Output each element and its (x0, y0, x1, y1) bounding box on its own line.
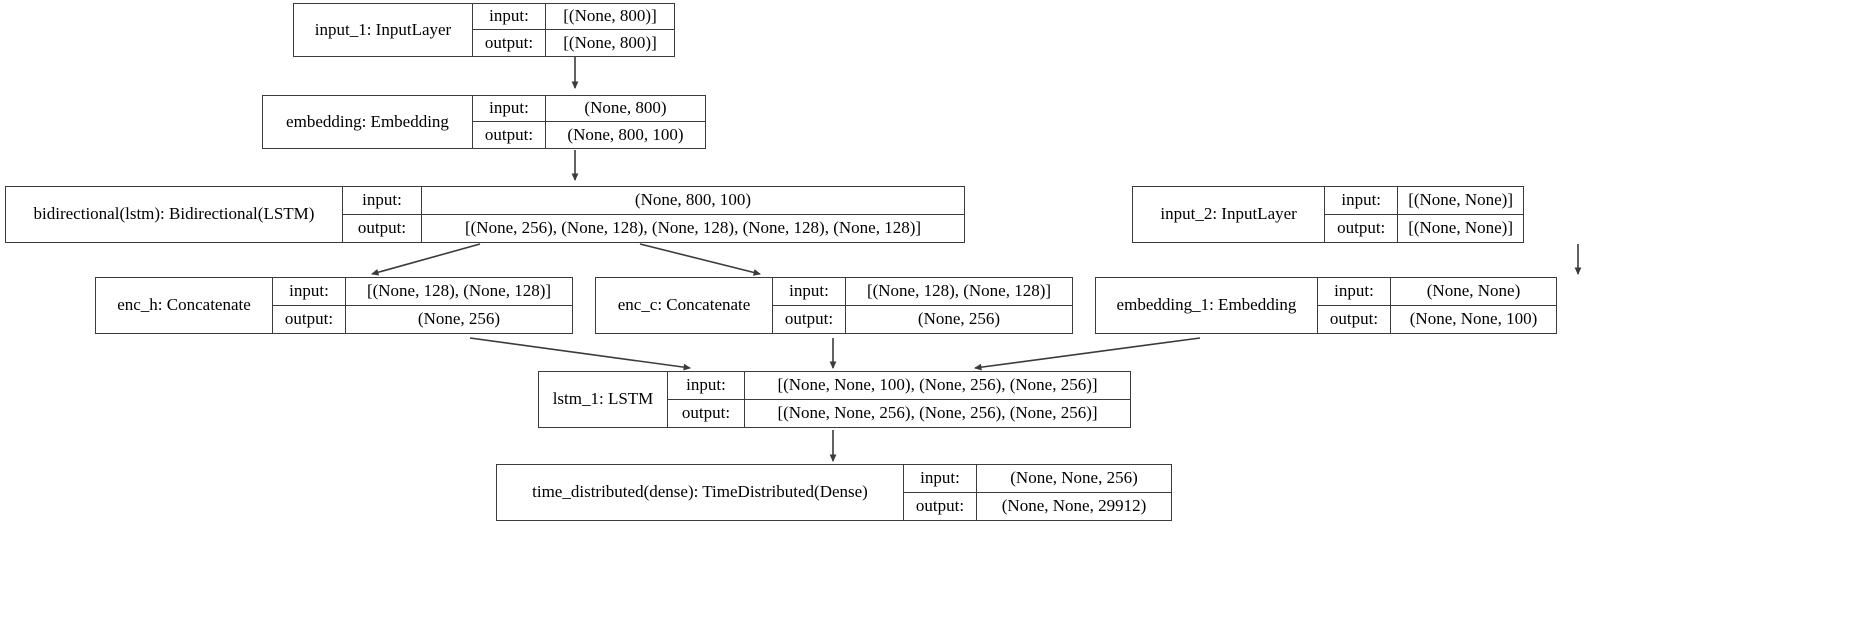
node-input_2-input-row: input: [(None, None)] (1325, 187, 1523, 215)
node-bidirectional-lstm-name: bidirectional(lstm): Bidirectional(LSTM) (33, 204, 315, 224)
node-enc_h-output-value: (None, 256) (417, 308, 501, 328)
node-bidirectional-lstm[interactable]: bidirectional(lstm): Bidirectional(LSTM)… (5, 186, 965, 243)
node-embedding-output-value: (None, 800, 100) (567, 124, 684, 144)
node-input_1-io: input: [(None, 800)] output: [(None, 800… (472, 4, 674, 56)
node-enc_h-output-label: output: (273, 305, 346, 333)
node-time_distributed-input-label: input: (904, 465, 977, 492)
node-enc_c-output-value: (None, 256) (917, 308, 1001, 328)
node-enc_c-output-row: output: (None, 256) (773, 305, 1072, 333)
node-input_2-output-row: output: [(None, None)] (1325, 214, 1523, 242)
node-enc_c-input-value: [(None, 128), (None, 128)] (866, 280, 1052, 300)
node-lstm_1-input-row: input: [(None, None, 100), (None, 256), … (668, 372, 1130, 400)
node-input_2-name: input_2: InputLayer (1160, 204, 1297, 224)
node-input_1-output-row: output: [(None, 800)] (473, 30, 674, 56)
node-enc_c-output-label: output: (773, 305, 846, 333)
node-input_1-output-label: output: (473, 30, 546, 56)
node-time_distributed-input-value: (None, None, 256) (1010, 467, 1138, 487)
node-embedding_1-io: input: (None, None) output: (None, None,… (1317, 278, 1556, 333)
node-enc_h-input-label: input: (273, 278, 346, 305)
node-input_1-input-value: [(None, 800)] (563, 6, 657, 26)
node-embedding-output-label: output: (473, 122, 546, 148)
node-input_1-input-label: input: (473, 4, 546, 29)
node-embedding_1-name: embedding_1: Embedding (1116, 295, 1297, 315)
node-input_2-io: input: [(None, None)] output: [(None, No… (1324, 187, 1523, 242)
node-input_2-output-label: output: (1325, 214, 1399, 242)
node-input_1-input-row: input: [(None, 800)] (473, 4, 674, 30)
node-embedding-name: embedding: Embedding (286, 111, 449, 131)
node-embedding_1-input-row: input: (None, None) (1318, 278, 1556, 306)
node-input_2[interactable]: input_2: InputLayer input: [(None, None)… (1132, 186, 1524, 243)
node-enc_h-name: enc_h: Concatenate (117, 295, 251, 315)
node-enc_h-input-row: input: [(None, 128), (None, 128)] (273, 278, 572, 306)
node-embedding-input-row: input: (None, 800) (473, 96, 705, 122)
node-time_distributed-output-value: (None, None, 29912) (1001, 495, 1147, 515)
node-enc_c[interactable]: enc_c: Concatenate input: [(None, 128), … (595, 277, 1073, 334)
node-embedding-input-value: (None, 800) (584, 98, 667, 118)
edge-enc_h-lstm_1 (469, 337, 691, 371)
node-enc_h-output-row: output: (None, 256) (273, 305, 572, 333)
node-time_distributed-io: input: (None, None, 256) output: (None, … (903, 465, 1171, 520)
node-lstm_1-name: lstm_1: LSTM (552, 389, 654, 409)
node-bidirectional-lstm-output-row: output: [(None, 256), (None, 128), (None… (343, 214, 964, 242)
node-bidirectional-lstm-input-label: input: (343, 187, 422, 214)
node-time_distributed-output-row: output: (None, None, 29912) (904, 492, 1171, 520)
node-bidirectional-lstm-input-row: input: (None, 800, 100) (343, 187, 964, 215)
node-enc_c-input-label: input: (773, 278, 846, 305)
node-embedding-io: input: (None, 800) output: (None, 800, 1… (472, 96, 705, 148)
edge-bidirectional-enc_h (371, 243, 481, 276)
node-enc_h[interactable]: enc_h: Concatenate input: [(None, 128), … (95, 277, 573, 334)
node-input_1[interactable]: input_1: InputLayer input: [(None, 800)]… (293, 3, 675, 57)
node-input_1-output-value: [(None, 800)] (563, 32, 657, 52)
node-embedding_1-output-value: (None, None, 100) (1409, 308, 1538, 328)
node-lstm_1-output-value: [(None, None, 256), (None, 256), (None, … (777, 402, 1098, 422)
node-time_distributed-input-row: input: (None, None, 256) (904, 465, 1171, 493)
node-enc_c-input-row: input: [(None, 128), (None, 128)] (773, 278, 1072, 306)
node-time_distributed[interactable]: time_distributed(dense): TimeDistributed… (496, 464, 1172, 521)
node-lstm_1-output-row: output: [(None, None, 256), (None, 256),… (668, 399, 1130, 427)
node-enc_c-io: input: [(None, 128), (None, 128)] output… (772, 278, 1072, 333)
edge-bidirectional-enc_c (639, 243, 761, 276)
node-input_2-output-value: [(None, None)] (1408, 217, 1513, 237)
node-embedding_1-input-value: (None, None) (1426, 280, 1521, 300)
node-lstm_1-input-value: [(None, None, 100), (None, 256), (None, … (777, 374, 1098, 394)
node-input_2-input-label: input: (1325, 187, 1399, 214)
node-enc_c-name: enc_c: Concatenate (617, 295, 751, 315)
node-input_2-input-value: [(None, None)] (1408, 189, 1513, 209)
node-bidirectional-lstm-input-value: (None, 800, 100) (634, 189, 752, 209)
node-lstm_1[interactable]: lstm_1: LSTM input: [(None, None, 100), … (538, 371, 1131, 428)
edge-embedding_1-lstm_1 (974, 337, 1201, 371)
node-embedding_1-input-label: input: (1318, 278, 1391, 305)
node-embedding_1-output-row: output: (None, None, 100) (1318, 305, 1556, 333)
node-bidirectional-lstm-io: input: (None, 800, 100) output: [(None, … (342, 187, 964, 242)
node-lstm_1-input-label: input: (668, 372, 745, 399)
node-embedding-output-row: output: (None, 800, 100) (473, 122, 705, 148)
node-lstm_1-output-label: output: (668, 399, 745, 427)
node-input_1-name: input_1: InputLayer (314, 19, 452, 39)
node-time_distributed-name: time_distributed(dense): TimeDistributed… (532, 482, 868, 502)
node-embedding_1[interactable]: embedding_1: Embedding input: (None, Non… (1095, 277, 1557, 334)
node-embedding[interactable]: embedding: Embedding input: (None, 800) … (262, 95, 706, 149)
node-enc_h-io: input: [(None, 128), (None, 128)] output… (272, 278, 572, 333)
node-enc_h-input-value: [(None, 128), (None, 128)] (366, 280, 552, 300)
node-time_distributed-output-label: output: (904, 492, 977, 520)
node-embedding-input-label: input: (473, 96, 546, 121)
node-embedding_1-output-label: output: (1318, 305, 1391, 333)
node-bidirectional-lstm-output-value: [(None, 256), (None, 128), (None, 128), … (464, 217, 922, 237)
node-lstm_1-io: input: [(None, None, 100), (None, 256), … (667, 372, 1130, 427)
node-bidirectional-lstm-output-label: output: (343, 214, 422, 242)
